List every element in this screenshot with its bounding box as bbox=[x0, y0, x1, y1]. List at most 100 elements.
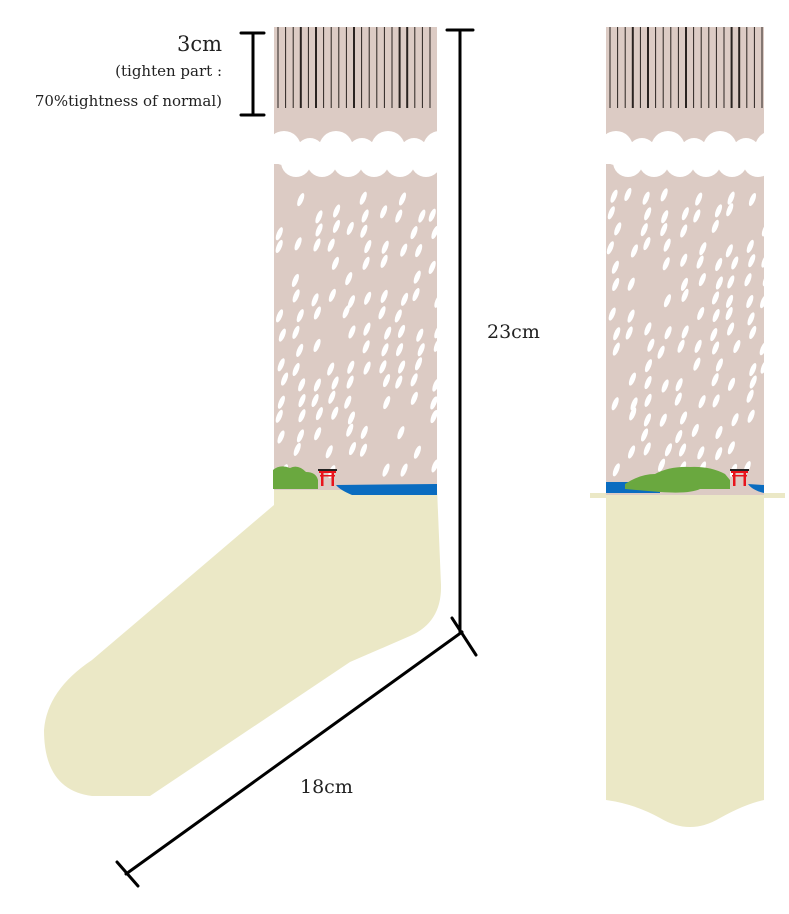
raindrop bbox=[395, 209, 403, 223]
raindrop bbox=[746, 294, 754, 309]
raindrop bbox=[761, 254, 764, 268]
raindrop bbox=[328, 288, 336, 302]
raindrop bbox=[725, 306, 733, 321]
raindrop bbox=[625, 326, 633, 340]
raindrop bbox=[292, 289, 300, 303]
raindrop bbox=[698, 273, 706, 287]
raindrop bbox=[433, 338, 437, 352]
raindrop bbox=[418, 209, 426, 223]
raindrop bbox=[640, 428, 649, 442]
raindrop bbox=[313, 378, 321, 392]
raindrop bbox=[711, 219, 719, 233]
raindrop bbox=[644, 375, 652, 390]
cuff-height-label: 3cm bbox=[176, 32, 222, 56]
cloud-puff bbox=[423, 131, 437, 165]
raindrop bbox=[413, 445, 421, 459]
raindrop bbox=[384, 326, 392, 340]
raindrop bbox=[662, 257, 670, 271]
raindrop bbox=[361, 209, 369, 223]
raindrop bbox=[297, 193, 305, 207]
raindrop bbox=[434, 294, 437, 308]
raindrop bbox=[347, 411, 356, 425]
cuff-height-dimension bbox=[239, 31, 266, 117]
raindrop bbox=[746, 239, 754, 253]
raindrop bbox=[333, 204, 341, 218]
raindrop bbox=[394, 309, 402, 323]
raindrop bbox=[727, 275, 735, 289]
raindrop bbox=[711, 291, 720, 305]
raindrop bbox=[746, 389, 754, 403]
raindrop bbox=[766, 445, 776, 460]
raindrop bbox=[359, 443, 368, 457]
raindrop bbox=[348, 441, 357, 456]
raindrop bbox=[325, 445, 333, 459]
raindrop bbox=[346, 375, 354, 389]
raindrop bbox=[298, 409, 306, 423]
raindrop bbox=[661, 210, 669, 224]
raindrop bbox=[763, 460, 773, 475]
torii-gate-icon bbox=[318, 469, 337, 486]
raindrop bbox=[640, 223, 648, 237]
raindrop bbox=[614, 222, 622, 236]
raindrop bbox=[430, 396, 437, 410]
raindrop bbox=[612, 277, 620, 292]
right-sock-clouds bbox=[606, 131, 764, 177]
raindrop bbox=[714, 204, 723, 218]
raindrop bbox=[363, 322, 371, 336]
raindrop bbox=[733, 339, 741, 354]
raindrop bbox=[624, 187, 632, 201]
raindrop bbox=[725, 294, 734, 308]
raindrop bbox=[432, 378, 437, 392]
raindrop bbox=[382, 373, 391, 388]
raindrop bbox=[378, 306, 386, 320]
raindrop bbox=[727, 191, 735, 205]
left-sock-ribbed-cuff bbox=[277, 27, 431, 108]
raindrop bbox=[331, 406, 339, 420]
raindrop bbox=[725, 244, 733, 258]
raindrop bbox=[660, 188, 668, 202]
raindrop bbox=[747, 312, 755, 326]
raindrop bbox=[644, 393, 652, 407]
raindrop bbox=[647, 338, 655, 352]
raindrop bbox=[400, 243, 408, 257]
raindrop bbox=[345, 272, 353, 286]
raindrop bbox=[760, 360, 764, 374]
raindrop bbox=[281, 372, 289, 386]
raindrop bbox=[298, 394, 306, 408]
raindrop bbox=[293, 442, 301, 456]
raindrop bbox=[311, 293, 319, 307]
raindrop bbox=[275, 227, 283, 241]
raindrop bbox=[674, 392, 682, 406]
raindrop bbox=[696, 255, 704, 269]
raindrop bbox=[748, 254, 756, 268]
raindrop bbox=[397, 324, 406, 338]
foot-length-dimension bbox=[115, 616, 478, 888]
raindrop bbox=[760, 295, 764, 309]
right-sock-foot bbox=[606, 495, 764, 827]
raindrop bbox=[346, 221, 354, 235]
raindrop bbox=[344, 395, 352, 409]
raindrop bbox=[362, 256, 370, 270]
torii-gate-icon bbox=[730, 469, 749, 486]
raindrop bbox=[313, 338, 321, 352]
raindrop bbox=[763, 325, 764, 339]
raindrop bbox=[606, 241, 614, 255]
raindrop bbox=[381, 240, 389, 254]
raindrop bbox=[663, 294, 672, 308]
raindrop bbox=[695, 192, 703, 206]
raindrop bbox=[710, 328, 718, 342]
raindrop bbox=[382, 463, 390, 477]
raindrop bbox=[657, 458, 666, 472]
raindrop bbox=[727, 441, 735, 455]
raindrop bbox=[712, 341, 720, 355]
raindrop bbox=[681, 325, 689, 339]
raindrop bbox=[715, 358, 723, 372]
raindrop bbox=[663, 238, 671, 252]
raindrop bbox=[414, 357, 423, 371]
raindrop bbox=[694, 339, 702, 353]
raindrop bbox=[698, 395, 706, 409]
raindrop bbox=[679, 411, 688, 425]
trees bbox=[273, 466, 318, 489]
raindrop bbox=[410, 373, 418, 387]
